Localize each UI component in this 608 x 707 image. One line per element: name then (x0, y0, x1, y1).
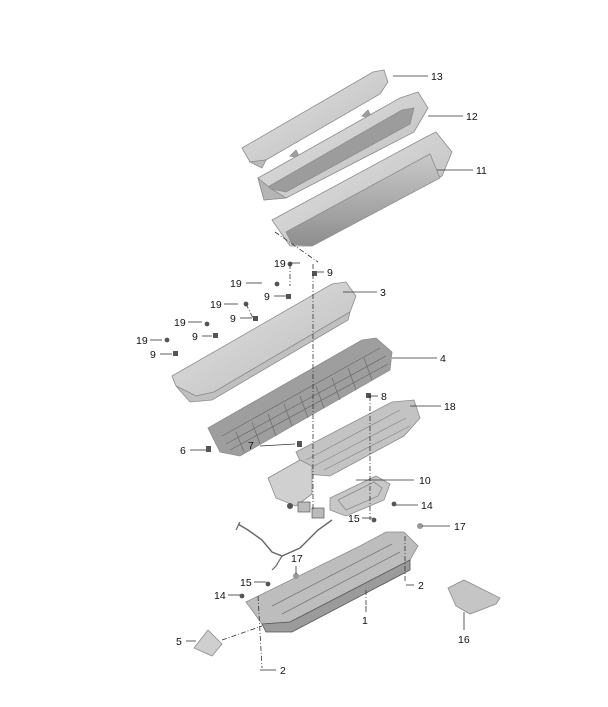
part-12-wing-shell[interactable] (257, 91, 429, 201)
callout-11: 11 (476, 165, 487, 177)
part-1-base-tray[interactable] (245, 531, 419, 633)
callout-8: 8 (381, 391, 387, 403)
callout-9-e: 9 (150, 349, 156, 361)
callout-19-a: 19 (274, 258, 286, 270)
callout-19-e: 19 (136, 335, 148, 347)
callout-17-left: 17 (291, 553, 303, 565)
callout-12: 12 (466, 111, 478, 123)
callout-19-d: 19 (174, 317, 186, 329)
callout-3: 3 (380, 287, 386, 299)
part-4-grille-carrier[interactable] (207, 337, 393, 457)
callout-15-right: 15 (348, 513, 360, 525)
assembly-axes (221, 231, 406, 669)
callout-16: 16 (458, 634, 470, 646)
callout-19-c: 19 (210, 299, 222, 311)
callout-19-b: 19 (230, 278, 242, 290)
callout-9-c: 9 (230, 313, 236, 325)
leader-lines (150, 75, 473, 671)
part-10-bracket[interactable] (267, 459, 391, 517)
callout-7: 7 (248, 440, 254, 452)
callout-4: 4 (440, 353, 446, 365)
callout-5: 5 (176, 636, 182, 648)
callout-14-right: 14 (421, 500, 433, 512)
callout-18: 18 (444, 401, 456, 413)
part-18-inner-carrier[interactable] (295, 399, 421, 477)
callout-10: 10 (419, 475, 431, 487)
cable-harness[interactable] (235, 501, 333, 571)
part-5-cover[interactable] (193, 629, 223, 657)
callout-9-d: 9 (192, 331, 198, 343)
callout-6: 6 (180, 445, 186, 457)
part-3-spoiler-lid[interactable] (171, 281, 357, 403)
callout-15-left: 15 (240, 577, 252, 589)
callout-9-a: 9 (327, 267, 333, 279)
callout-labels: 13 12 11 3 4 18 8 7 6 10 14 15 17 17 15 … (136, 71, 487, 677)
callout-2-right: 2 (418, 580, 424, 592)
callout-14-left: 14 (214, 590, 226, 602)
part-11-wing-lower[interactable] (271, 131, 453, 247)
callout-17-right: 17 (454, 521, 466, 533)
callout-2-bottom: 2 (280, 665, 286, 677)
callout-9-b: 9 (264, 291, 270, 303)
callout-13: 13 (431, 71, 443, 83)
part-16-side-bracket[interactable] (447, 579, 501, 615)
callout-1: 1 (362, 615, 368, 627)
